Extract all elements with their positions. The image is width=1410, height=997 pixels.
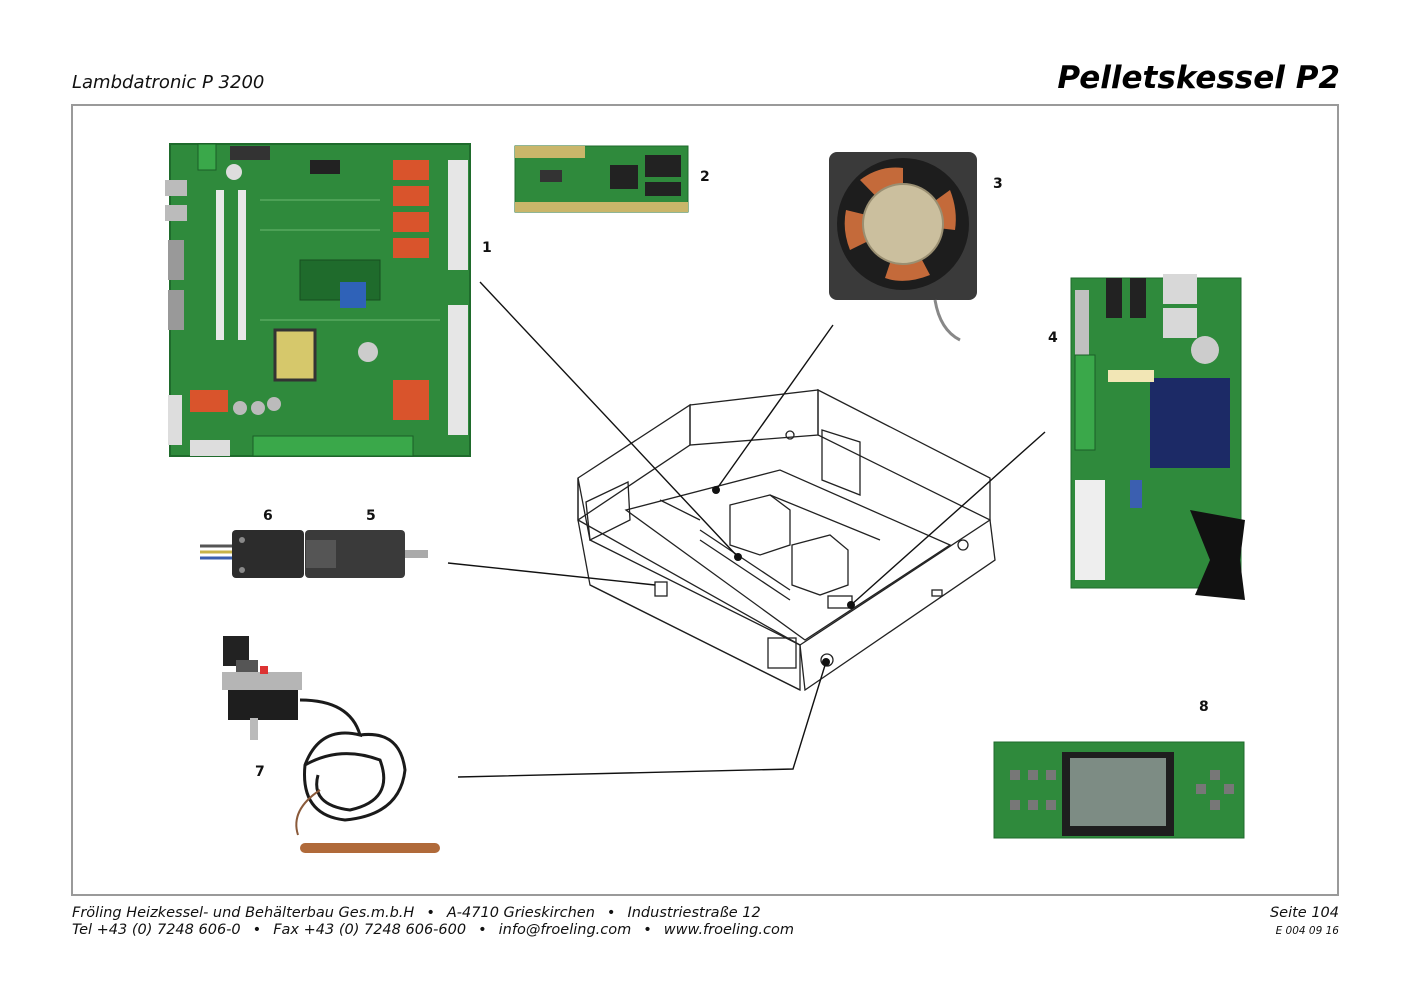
footer-company-line: Fröling Heizkessel- und Behälterbau Ges.… bbox=[72, 905, 761, 921]
footer-email-link[interactable]: info@froeling.com bbox=[498, 922, 632, 938]
display-board bbox=[993, 741, 1245, 839]
plugin-module-board bbox=[514, 145, 689, 213]
callout-2: 2 bbox=[700, 169, 710, 185]
footer-fax: Fax +43 (0) 7248 606-600 bbox=[273, 922, 467, 938]
power-supply-board bbox=[1070, 274, 1245, 600]
footer-company: Fröling Heizkessel- und Behälterbau Ges.… bbox=[72, 905, 415, 921]
diagram-frame bbox=[71, 104, 1339, 896]
leader-endpoints bbox=[712, 486, 855, 666]
footer-city: A-4710 Grieskirchen bbox=[446, 905, 595, 921]
callout-6: 6 bbox=[263, 508, 273, 524]
footer-separator: • bbox=[606, 905, 616, 921]
callout-1: 1 bbox=[482, 240, 492, 256]
control-housing-drawing bbox=[577, 388, 996, 692]
safety-thermostat bbox=[222, 636, 440, 853]
footer-separator: • bbox=[478, 922, 487, 938]
footer-separator: • bbox=[252, 922, 262, 938]
callout-8: 8 bbox=[1199, 699, 1209, 715]
callout-4: 4 bbox=[1048, 330, 1058, 346]
document-subtitle: Lambdatronic P 3200 bbox=[72, 72, 265, 93]
connector-plug-assembly bbox=[200, 530, 428, 578]
callout-5: 5 bbox=[366, 508, 376, 524]
footer-contact-line: Tel +43 (0) 7248 606-0 • Fax +43 (0) 7248 … bbox=[72, 922, 794, 938]
document-title: Pelletskessel P2 bbox=[1057, 60, 1340, 96]
callout-7: 7 bbox=[255, 764, 265, 780]
callout-3: 3 bbox=[993, 176, 1003, 192]
cooling-fan bbox=[829, 152, 977, 342]
footer-phone: Tel +43 (0) 7248 606-0 bbox=[72, 922, 241, 938]
main-control-board bbox=[165, 143, 471, 457]
leader-lines bbox=[447, 281, 1046, 778]
footer-separator: • bbox=[643, 922, 652, 938]
page-number: Seite 104 bbox=[1269, 905, 1339, 921]
footer-street: Industriestraße 12 bbox=[627, 905, 761, 921]
document-code: E 004 09 16 bbox=[1275, 925, 1339, 937]
footer-separator: • bbox=[426, 905, 435, 921]
footer-website-link[interactable]: www.froeling.com bbox=[663, 922, 794, 938]
